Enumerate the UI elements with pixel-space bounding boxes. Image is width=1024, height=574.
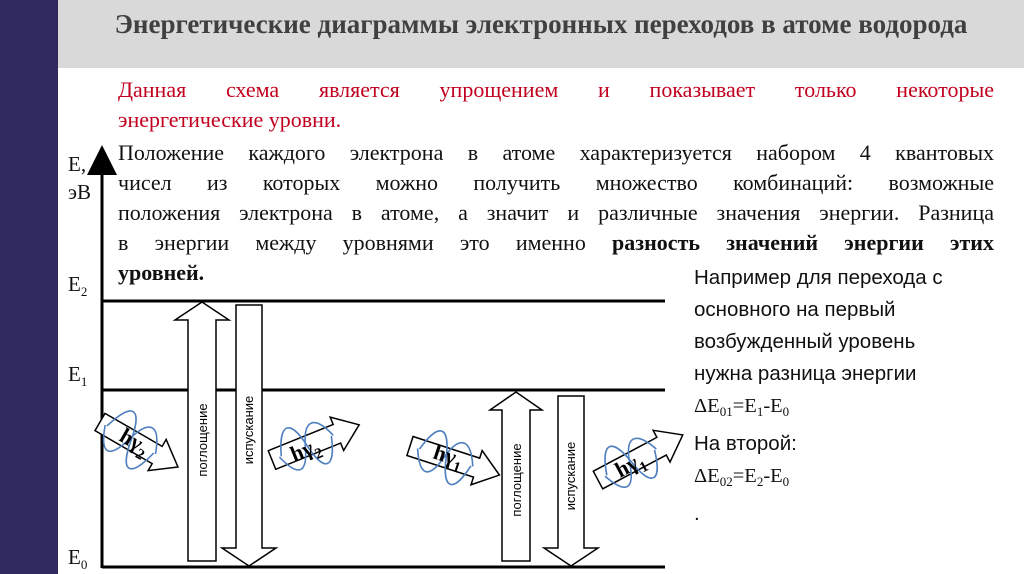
- level-label-e0: E0: [68, 545, 88, 573]
- energy-axis-label-line2: эВ: [68, 180, 92, 204]
- transition-explanation: Например для перехода с основного на пер…: [694, 262, 994, 530]
- body-line-2: чисел из которых можно получить множеств…: [118, 170, 994, 195]
- sidebar-line-2: основного на первый: [694, 298, 896, 321]
- body-line-4: в энергии между уровнями это именно разн…: [118, 228, 994, 258]
- formula-e02: ΔE02=E2-E0: [694, 465, 790, 489]
- body-line-4-bold: разность значений энергии этих: [612, 230, 994, 255]
- energy-axis-label: E, эВ: [68, 150, 102, 206]
- emission-label-e2: испускание: [241, 396, 256, 465]
- absorption-label-e2: поглощение: [195, 403, 210, 476]
- absorption-arrow-e0-e2: [172, 301, 232, 562]
- title-band: [58, 0, 1024, 68]
- photon-hv1-absorbed: [405, 430, 501, 486]
- emission-label-e1: испускание: [563, 442, 578, 511]
- level-label-e2: E2: [68, 272, 88, 300]
- photon-hv1-emitted: [592, 429, 684, 490]
- sidebar-line-3: возбужденный уровень: [694, 330, 916, 353]
- intro-line-2: энергетические уровни.: [118, 107, 342, 132]
- emission-arrow-e1-e0: [541, 395, 601, 567]
- intro-line-1: Данная схема является упрощением и показ…: [118, 77, 994, 102]
- body-line-5: уровней.: [118, 258, 618, 288]
- left-accent-bar: [0, 0, 58, 574]
- sidebar-dot: .: [694, 502, 700, 525]
- body-line-5-bold: уровней.: [118, 260, 205, 285]
- sidebar-line-1: Например для перехода с: [694, 266, 943, 289]
- sidebar-line-4: нужна разница энергии: [694, 362, 917, 385]
- level-label-e1: E1: [68, 362, 88, 390]
- page-title: Энергетические диаграммы электронных пер…: [114, 9, 968, 39]
- energy-axis-label-line1: E,: [68, 152, 87, 176]
- absorption-arrow-e0-e1: [487, 391, 545, 562]
- emission-arrow-e2-e0: [219, 304, 279, 567]
- body-line-4-plain: в энергии между уровнями это именно: [118, 230, 613, 255]
- formula-e01: ΔE01=E1-E0: [694, 395, 790, 419]
- absorption-label-e1: поглощение: [509, 443, 524, 516]
- photon-hv2-absorbed: [93, 410, 180, 472]
- body-line-3: положения электрона в атоме, а значит и …: [118, 200, 994, 225]
- body-line-1: Положение каждого электрона в атоме хара…: [118, 140, 994, 165]
- sidebar-line-6: На второй:: [694, 432, 797, 455]
- photon-hv2-emitted: [267, 415, 361, 471]
